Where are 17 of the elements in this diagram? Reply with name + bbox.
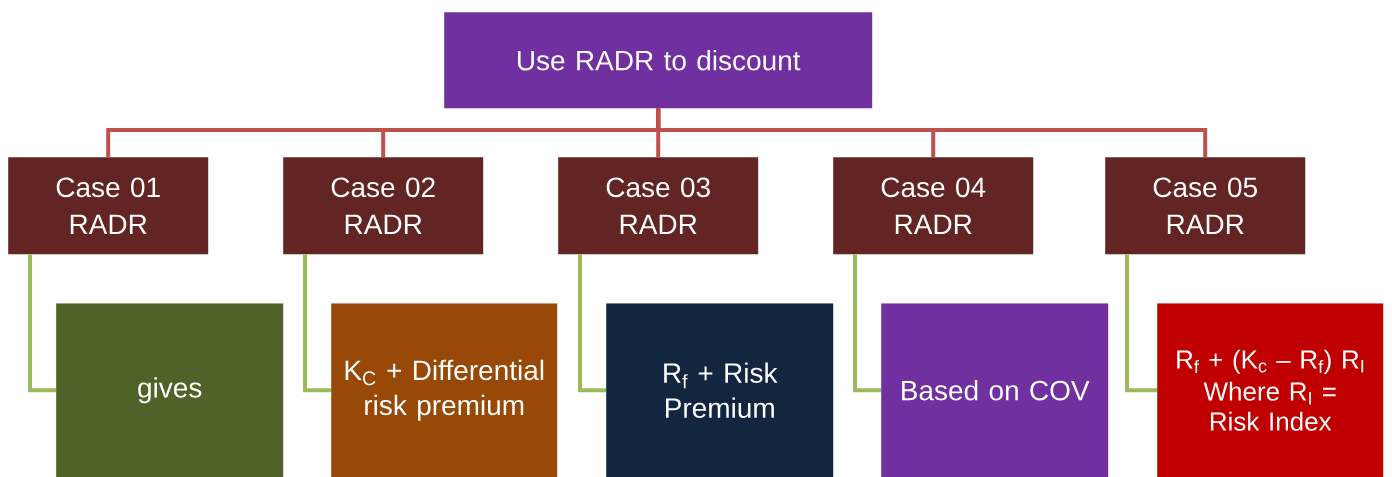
result-box: R$_{f}$ + Risk Premium [606,303,834,477]
result-box: gives [56,303,284,477]
result-box: Based on COV [881,303,1109,477]
title-box: Use RADR to discount [444,12,873,109]
connector-line [28,254,56,393]
connector-line [578,254,606,393]
case-box: Case 01 RADR [8,157,209,255]
connector-line [303,254,331,393]
case-box: Case 03 RADR [558,157,759,255]
connector-line [853,254,881,393]
case-box: Case 04 RADR [833,157,1034,255]
connector-line [1125,254,1157,393]
case-box: Case 05 RADR [1105,157,1306,255]
connector-line [656,108,1208,157]
case-box: Case 02 RADR [283,157,484,255]
result-box: K$_{C}$ + Differential risk premium [331,303,558,477]
result-box: R$_{f}$ + (K$_{c}$ – R$_{f}$) R$_{I}$ Where R$_{I}$ = Risk Index [1157,303,1384,477]
